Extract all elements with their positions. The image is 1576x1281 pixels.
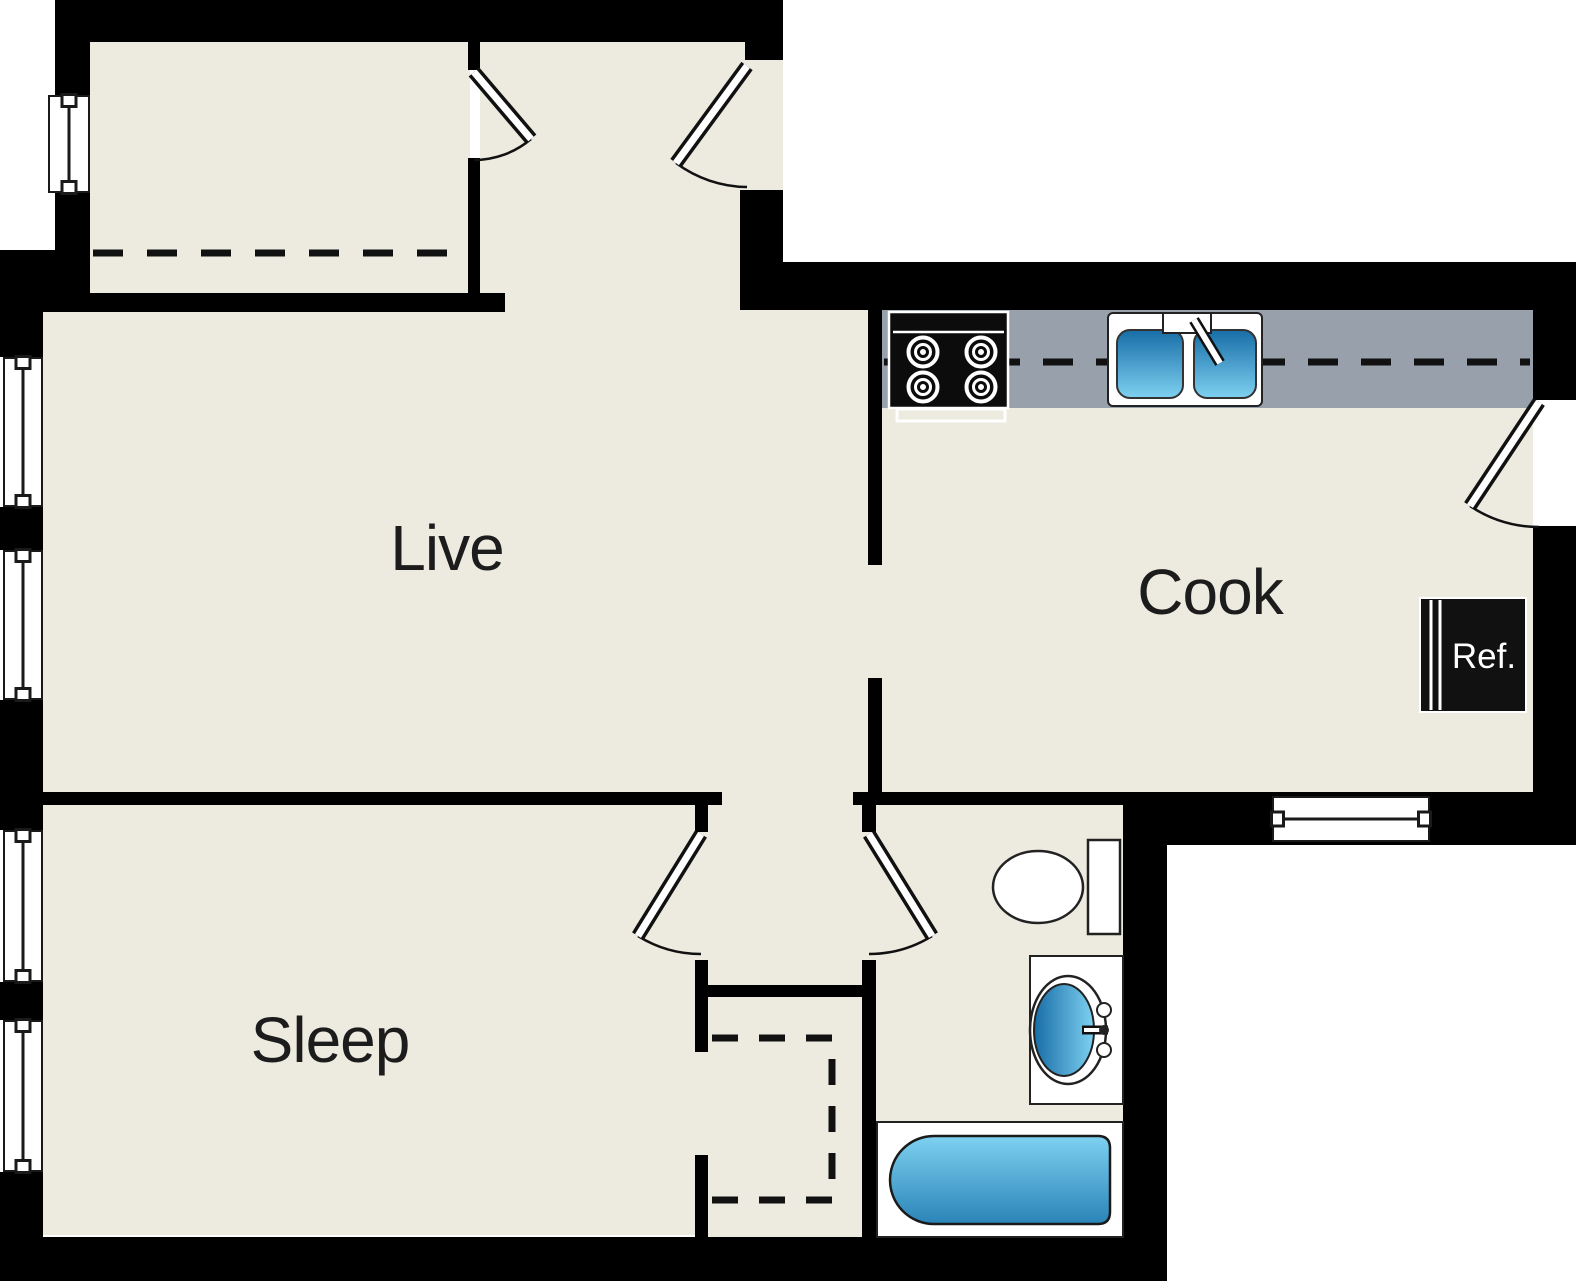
window-glass-line (21, 841, 25, 971)
window-glass-line (67, 106, 71, 182)
wall (862, 960, 876, 1237)
wall (468, 42, 480, 70)
kitchen-counter (882, 310, 1533, 408)
wall (0, 700, 43, 830)
window-sash (14, 1159, 32, 1174)
floor-entry-closet (90, 42, 470, 297)
wall (695, 1155, 708, 1237)
wall (707, 985, 863, 997)
window (3, 1018, 43, 1174)
floor-entry-corridor (480, 42, 783, 312)
wall (695, 960, 708, 1052)
room-label-cook: Cook (1137, 556, 1283, 628)
window-sash (14, 687, 32, 702)
window-sash (1417, 810, 1432, 828)
wall (0, 982, 43, 1020)
wall (1123, 845, 1167, 1281)
wall (740, 190, 783, 262)
wall (55, 42, 90, 95)
wall (0, 312, 43, 357)
window (48, 93, 90, 195)
wall (1533, 310, 1576, 400)
wall (0, 507, 43, 550)
window-glass-line (21, 561, 25, 689)
wall (1533, 526, 1576, 845)
wall (0, 1237, 1167, 1281)
window-glass-line (21, 1031, 25, 1161)
wall (43, 792, 722, 805)
wall (55, 0, 783, 42)
wall (468, 158, 480, 298)
wall (43, 293, 505, 312)
window (1270, 796, 1432, 842)
window-sash (14, 494, 32, 509)
wall (695, 805, 708, 832)
wall (868, 678, 882, 805)
window (3, 355, 43, 509)
window-sash (60, 180, 78, 195)
room-label-sleep: Sleep (250, 1004, 411, 1076)
window (3, 828, 43, 984)
window (3, 548, 43, 702)
floor-sleep-room (43, 805, 708, 1235)
wall (745, 42, 783, 60)
window-glass-line (21, 368, 25, 496)
room-label-live: Live (390, 512, 504, 584)
floor-bedroom-closet (700, 995, 865, 1240)
wall (740, 262, 1576, 310)
wall (862, 805, 876, 832)
wall (868, 310, 882, 565)
floor-live-room (43, 297, 882, 794)
floor-bathroom (874, 805, 1123, 1238)
wall (853, 792, 1123, 805)
window-sash (14, 969, 32, 984)
floor-hallway (695, 792, 877, 1002)
window-glass-line (1283, 817, 1419, 821)
